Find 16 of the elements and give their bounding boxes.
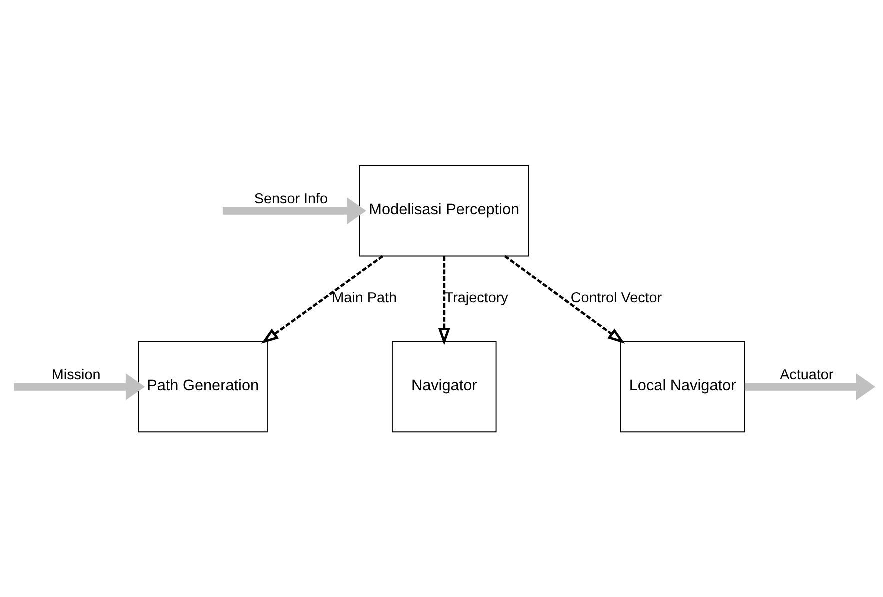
arrow	[222, 197, 366, 224]
node-box: Path Generation	[138, 340, 268, 432]
edge-label: Trajectory	[444, 290, 508, 306]
arrow	[262, 254, 384, 344]
edge-label: Main Path	[332, 290, 398, 306]
edge-label: Mission	[52, 366, 101, 383]
arrow	[504, 254, 626, 344]
arrow	[744, 373, 875, 400]
node-box: Modelisasi Perception	[359, 164, 530, 256]
node-box: Navigator	[392, 340, 497, 432]
arrow	[438, 256, 450, 345]
node-box: Local Navigator	[620, 340, 746, 432]
edge-label: Sensor Info	[254, 190, 328, 207]
edge-label: Control Vector	[570, 290, 662, 306]
arrow	[14, 373, 146, 400]
edge-label: Actuator	[780, 366, 834, 383]
